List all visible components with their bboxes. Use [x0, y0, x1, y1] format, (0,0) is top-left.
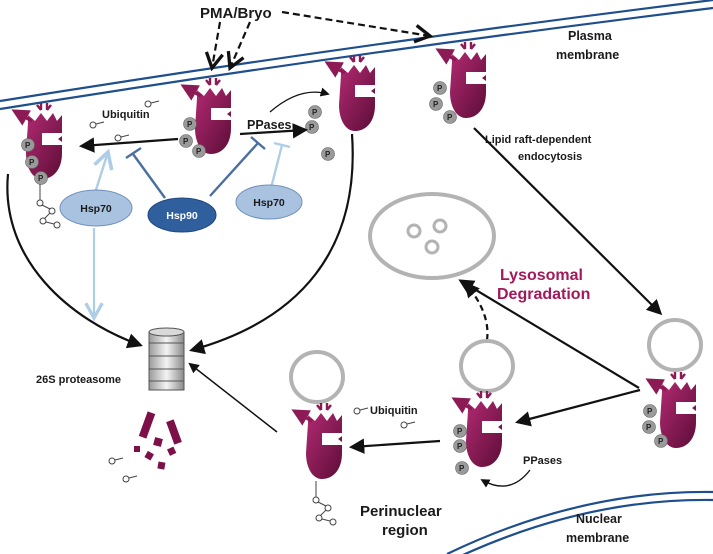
phosphate-label: P [457, 442, 463, 451]
to-perinuclear-arrow [348, 438, 441, 454]
phosphate-label: P [25, 141, 31, 150]
pma-bryo-label: PMA/Bryo [200, 5, 272, 22]
protein-right-membrane: P P P [305, 55, 380, 161]
perinuclear-label-2: region [382, 522, 428, 539]
vesicle-move-arrow [515, 388, 641, 427]
phosphate-label: P [433, 100, 439, 109]
phosphate-label: P [309, 123, 315, 132]
nuclear-label-2: membrane [566, 531, 629, 545]
peptide-fragments [134, 411, 182, 470]
ppases-top-label: PPases [247, 118, 292, 132]
hsp70-right-label: Hsp70 [253, 197, 285, 209]
phosphate-label: P [187, 120, 193, 129]
phosphate-label: P [183, 137, 189, 146]
protein-middle-vesicle: P P P [453, 339, 515, 475]
lysosome [368, 192, 496, 280]
degradation-arrows [6, 133, 354, 355]
proteasome-icon [148, 327, 185, 391]
nuclear-membrane [446, 490, 713, 554]
protein-perinuclear [289, 350, 346, 526]
hsp90-label: Hsp90 [166, 210, 198, 222]
ubiquitin-bottom-label: Ubiquitin [370, 405, 418, 417]
hsp70-right: Hsp70 [235, 184, 303, 220]
ubiquitin-top-label: Ubiquitin [102, 109, 150, 121]
perinuclear-to-proteasome-arrow [188, 362, 278, 433]
protein-right-vesicle: P P P [642, 318, 703, 448]
phosphate-label: P [646, 423, 652, 432]
phosphate-label: P [437, 84, 443, 93]
hsp70-left-label: Hsp70 [80, 203, 112, 215]
plasma-label-1: Plasma [568, 29, 613, 43]
lysosome-arrows [458, 279, 640, 389]
phosphate-label: P [29, 158, 35, 167]
phosphate-label: P [457, 427, 463, 436]
lysosomal-label-1: Lysosomal [500, 267, 583, 284]
protein-left-membrane: P P P [16, 103, 66, 229]
free-ubiquitin-proteasome [108, 457, 138, 483]
endocytosis-arrow [473, 127, 663, 316]
phosphate-label: P [325, 150, 331, 159]
phosphate-label: P [196, 147, 202, 156]
inhibition-lines [95, 136, 291, 199]
ppases-bottom-arrow [480, 469, 531, 488]
phosphate-label: P [647, 407, 653, 416]
perinuclear-label-1: Perinuclear [360, 503, 442, 520]
top-arrows [78, 87, 330, 153]
phosphate-label: P [312, 108, 318, 117]
lipid-raft-label-2: endocytosis [518, 151, 582, 163]
nuclear-label-1: Nuclear [576, 512, 622, 526]
lysosomal-label-2: Degradation [497, 286, 590, 303]
phosphate-label: P [38, 174, 44, 183]
ppases-bottom-label: PPases [523, 455, 562, 467]
proteasome-label: 26S proteasome [36, 374, 121, 386]
lipid-raft-label-1: Lipid raft-dependent [485, 134, 592, 146]
phosphate-label: P [658, 437, 664, 446]
hsp70-left: Hsp70 [59, 189, 133, 227]
hsp90: Hsp90 [147, 197, 217, 233]
free-ubiquitin-top [89, 100, 160, 142]
phosphate-label: P [447, 113, 453, 122]
protein-far-right-membrane: P P P [429, 42, 491, 124]
pma-arrows [212, 10, 430, 68]
phosphate-label: P [459, 464, 465, 473]
plasma-label-2: membrane [556, 48, 619, 62]
protein-center-membrane: P P P [179, 78, 236, 158]
